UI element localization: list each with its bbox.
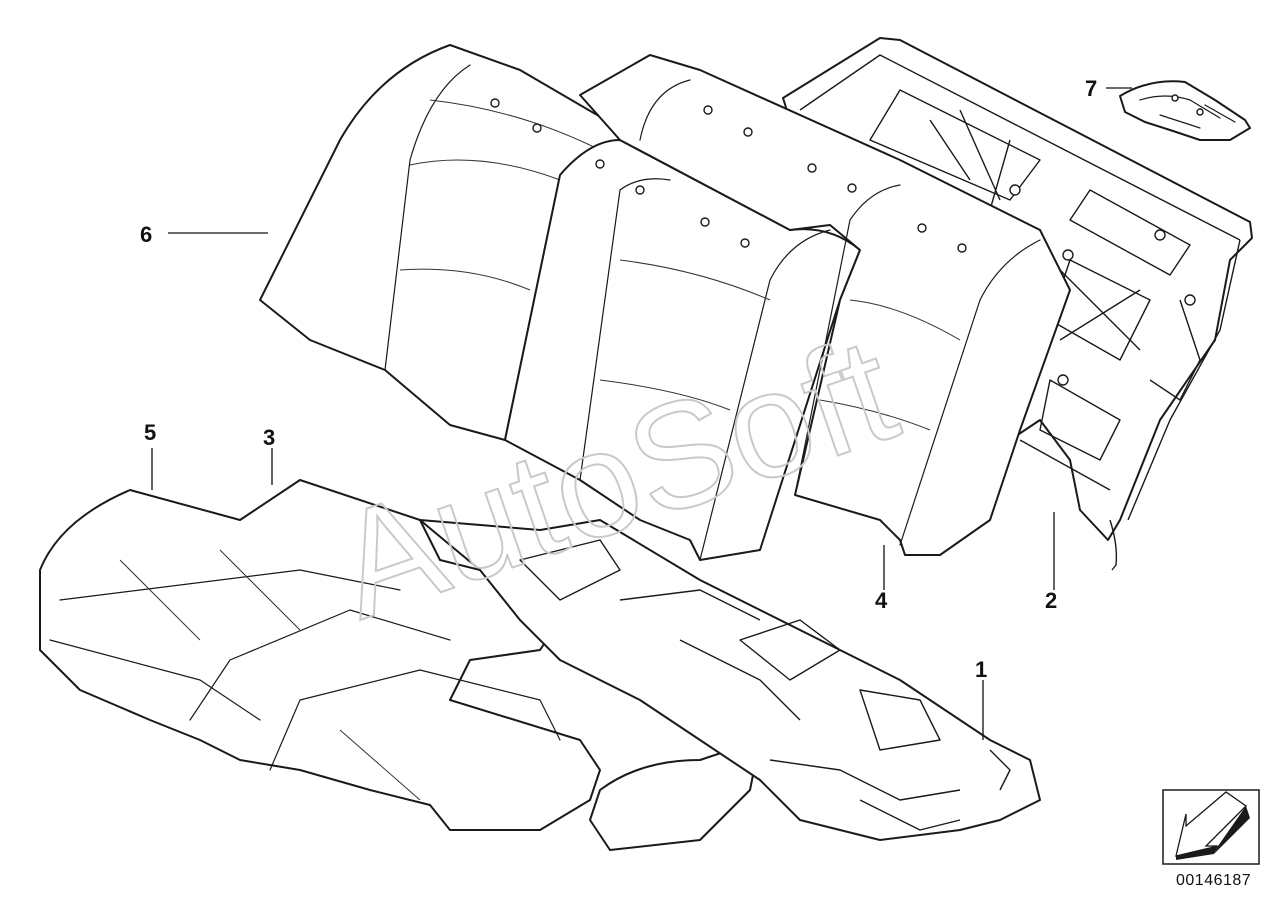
- part-label-4: 4: [875, 588, 888, 613]
- backrest-cover-rear: [579, 54, 1071, 556]
- part-label-7: 7: [1085, 76, 1097, 101]
- part-label-2: 2: [1045, 588, 1057, 613]
- orientation-arrow-icon: [1175, 791, 1250, 860]
- latch-bracket: [1119, 80, 1251, 141]
- seat-base: [419, 519, 1041, 841]
- part-label-6: 6: [140, 222, 152, 247]
- part-label-1: 1: [975, 657, 987, 682]
- part-label-5: 5: [144, 420, 156, 445]
- part-label-3: 3: [263, 425, 275, 450]
- leader-lines: [151, 87, 1132, 740]
- orientation-box: [1162, 789, 1260, 865]
- part-labels: 6 5 3 4 2 1 7: [140, 76, 1097, 682]
- reference-number: 00146187: [1176, 872, 1251, 889]
